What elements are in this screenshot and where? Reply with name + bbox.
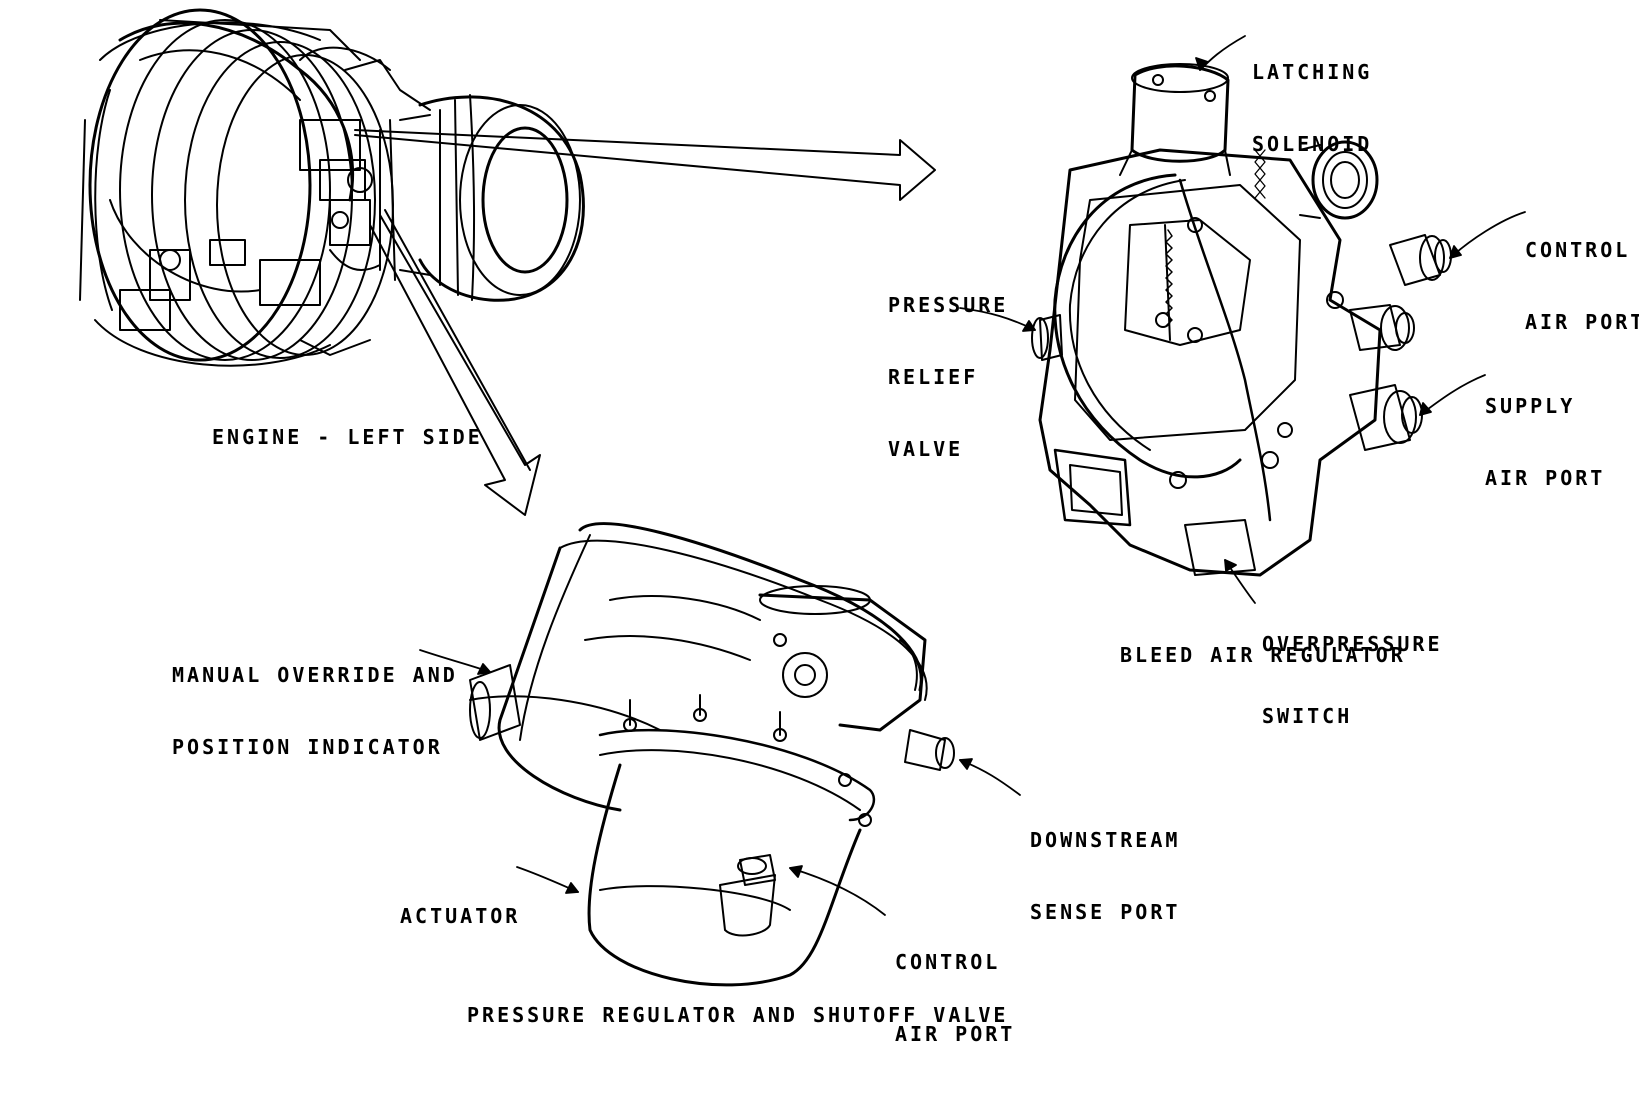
callout-line: POSITION INDICATOR: [172, 735, 443, 759]
callout-line: SUPPLY: [1485, 394, 1576, 418]
callout-downstream-sense-port: DOWNSTREAM SENSE PORT: [1030, 780, 1180, 972]
bleed-air-regulator-illustration: [1031, 63, 1452, 577]
callout-control-air-port-bottom: CONTROL AIR PORT: [895, 902, 1015, 1094]
callout-latching-solenoid: LATCHING SOLENOID: [1252, 12, 1372, 204]
callout-line: VALVE: [888, 437, 964, 461]
caption-engine-left-side: ENGINE - LEFT SIDE: [212, 425, 483, 449]
callout-line: RELIEF: [888, 365, 979, 389]
callout-line: ACTUATOR: [400, 904, 521, 928]
callout-manual-override: MANUAL OVERRIDE AND POSITION INDICATOR: [172, 615, 458, 807]
callout-pressure-relief-valve: PRESSURE RELIEF VALVE: [888, 245, 1008, 509]
regulator-leader-lines: [959, 35, 1526, 604]
callout-line: OVERPRESSURE: [1262, 632, 1443, 656]
callout-line: AIR PORT: [1525, 310, 1639, 334]
callout-line: SWITCH: [1262, 704, 1353, 728]
caption-bleed-air-regulator: BLEED AIR REGULATOR: [1120, 643, 1406, 667]
callout-line: LATCHING: [1252, 60, 1373, 84]
callout-line: PRESSURE: [888, 293, 1009, 317]
engine-illustration: [79, 8, 585, 367]
line-art: [79, 8, 1526, 987]
callout-line: CONTROL: [1525, 238, 1631, 262]
callout-line: AIR PORT: [1485, 466, 1606, 490]
callout-line: SOLENOID: [1252, 132, 1373, 156]
prsov-leader-lines: [419, 649, 1021, 916]
diagram-canvas: LATCHING SOLENOID CONTROL AIR PORT PRESS…: [79, 8, 1639, 1046]
prsov-illustration: [469, 522, 955, 987]
engine-pointer-arrows: [354, 129, 936, 516]
callout-overpressure-switch: OVERPRESSURE SWITCH: [1262, 584, 1443, 776]
caption-prsov: PRESSURE REGULATOR AND SHUTOFF VALVE: [467, 1003, 1009, 1027]
callout-line: CONTROL: [895, 950, 1001, 974]
callout-line: MANUAL OVERRIDE AND: [172, 663, 458, 687]
callout-line: SENSE PORT: [1030, 900, 1181, 924]
callout-supply-air-port: SUPPLY AIR PORT: [1485, 346, 1605, 538]
callout-control-air-port-top: CONTROL AIR PORT: [1525, 190, 1639, 382]
callout-actuator: ACTUATOR: [400, 856, 520, 976]
callout-line: DOWNSTREAM: [1030, 828, 1181, 852]
